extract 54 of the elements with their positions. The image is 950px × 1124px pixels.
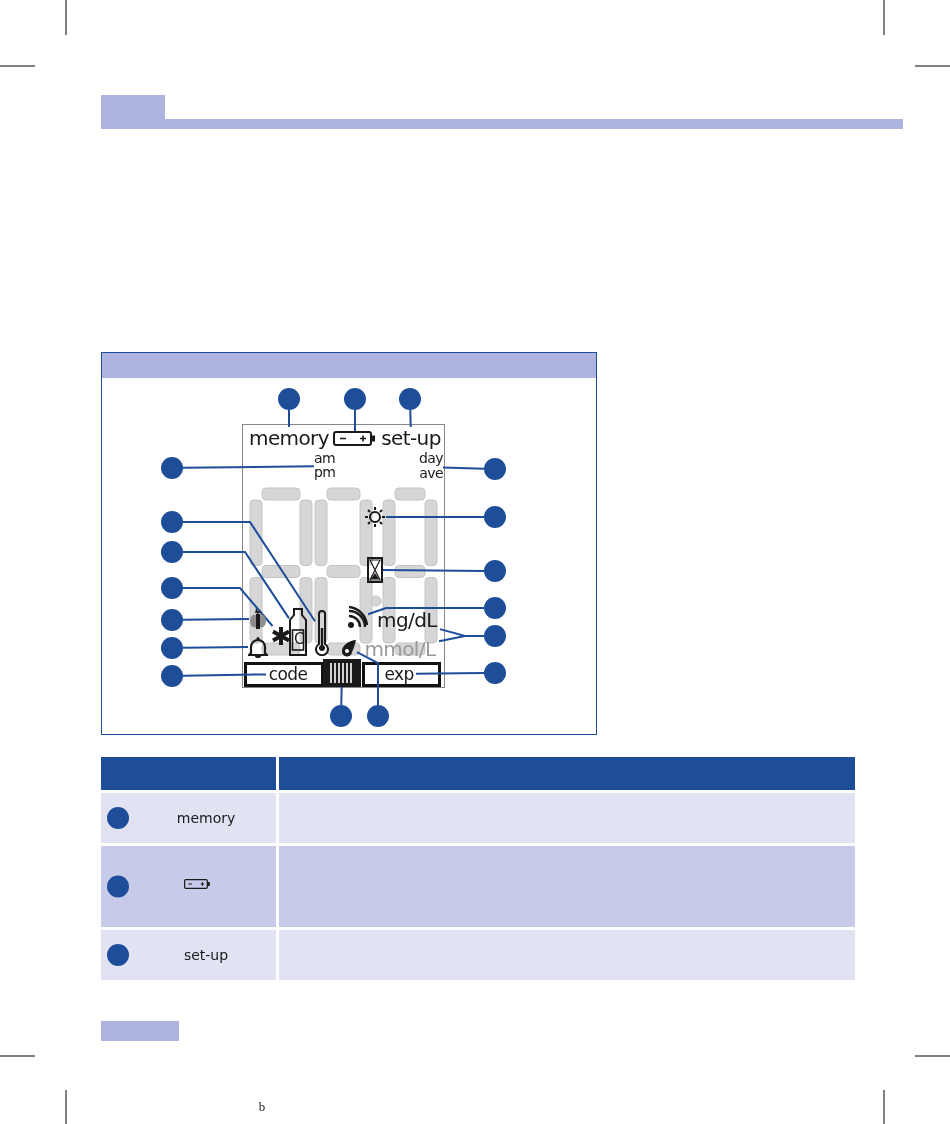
- callout-marker: [484, 458, 506, 480]
- callout-marker: [161, 609, 183, 631]
- leader-line: [409, 409, 412, 428]
- display-label: mg/dL: [374, 608, 440, 632]
- leader-line: [415, 672, 485, 675]
- leader-line: [182, 618, 250, 621]
- leader-line: [340, 686, 343, 706]
- display-label: set-up: [379, 427, 443, 449]
- leader-line: [182, 521, 316, 623]
- leader-line: [356, 651, 379, 706]
- callout-marker: [399, 388, 421, 410]
- thermometer-icon: [315, 608, 329, 656]
- display-label: am pm: [314, 451, 344, 481]
- leader-line: [354, 409, 356, 432]
- drop-icon: [341, 639, 357, 657]
- battery-icon: [333, 431, 377, 446]
- display-label: mmol/L: [361, 636, 439, 662]
- callout-marker: [484, 597, 506, 619]
- leader-line: [288, 409, 290, 428]
- callout-marker: [161, 457, 183, 479]
- leader-line: [385, 516, 485, 518]
- callout-marker: [278, 388, 300, 410]
- leader-line: [182, 465, 315, 469]
- display-label: memory: [247, 427, 331, 449]
- apple-icon: [249, 608, 267, 630]
- page-letter: b: [258, 1099, 266, 1113]
- callout-marker: [484, 560, 506, 582]
- hourglass-icon: [367, 557, 383, 583]
- leader-line: [438, 635, 485, 643]
- callout-marker: [344, 388, 366, 410]
- leader-line: [182, 646, 249, 649]
- callout-marker: [161, 541, 183, 563]
- callout-marker: [484, 662, 506, 684]
- leader-line: [382, 569, 485, 572]
- callout-marker: [161, 637, 183, 659]
- leader-line: [182, 551, 290, 620]
- callout-marker: [161, 577, 183, 599]
- leader-line: [442, 466, 485, 470]
- callout-marker: [484, 506, 506, 528]
- leader-line: [182, 587, 274, 627]
- callout-marker: [330, 705, 352, 727]
- callout-marker: [161, 665, 183, 687]
- bell-icon: [248, 636, 268, 658]
- sun-icon: [364, 506, 386, 528]
- signal-waves-icon: [346, 606, 368, 630]
- barcode-strip-icon: [323, 659, 361, 687]
- leader-line: [367, 607, 485, 616]
- callout-marker: [367, 705, 389, 727]
- callout-marker: [484, 625, 506, 647]
- asterisk-icon: [271, 626, 291, 646]
- symbol-label: memory: [176, 811, 236, 825]
- symbol-label: set-up: [183, 948, 229, 962]
- display-label: day ave: [413, 451, 443, 483]
- callout-marker: [161, 511, 183, 533]
